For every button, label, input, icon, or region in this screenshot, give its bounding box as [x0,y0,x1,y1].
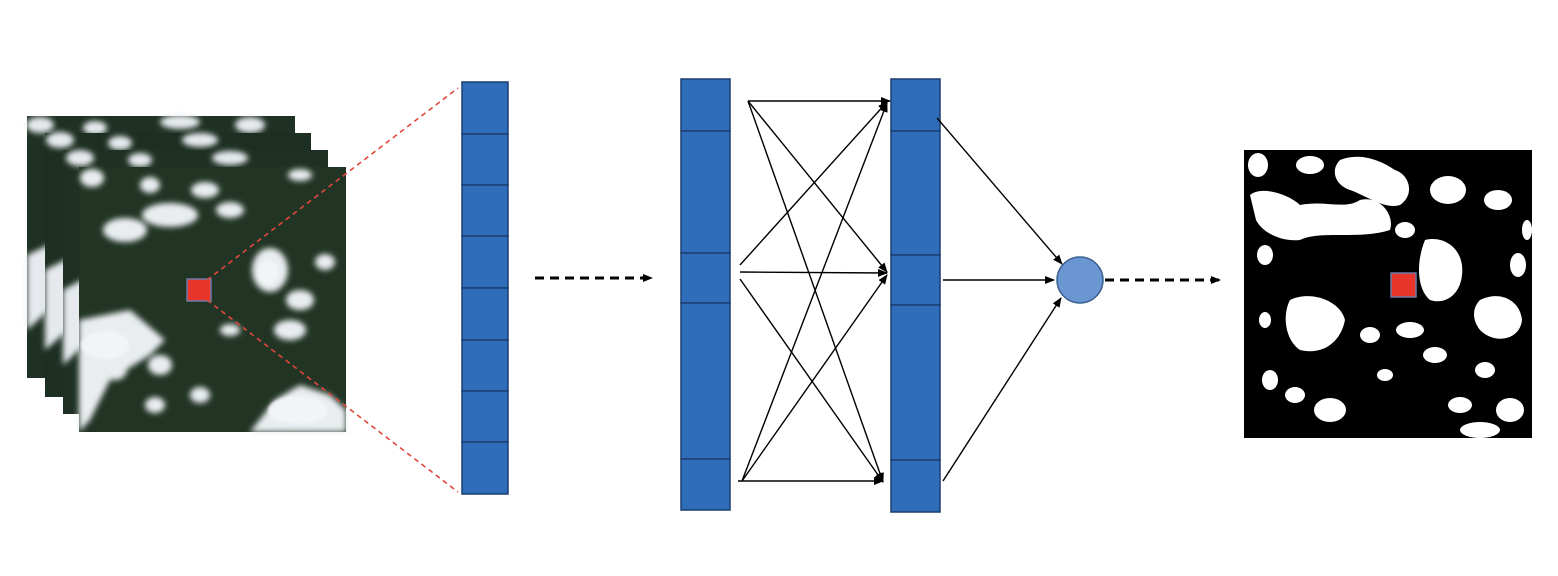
vector-cell [461,184,509,237]
cloud-mask-image [1244,150,1532,438]
neuron-cell [680,78,731,132]
neuron-cell [890,304,941,461]
neuron-cell [680,252,731,304]
vector-cell [461,441,509,495]
hidden-layer-2 [890,78,941,513]
zoom-line-top [206,87,459,281]
vector-cell [461,81,509,135]
connection-arrow [747,100,884,483]
output-node [1056,256,1104,304]
satellite-image-front [79,167,346,432]
connection-arrow [739,268,888,277]
neuron-cell [890,78,941,132]
neuron-cell [680,130,731,254]
connection-arrow [739,278,884,483]
connection-arrow [739,101,888,266]
hidden-layer-1 [680,78,731,511]
vector-cell [461,235,509,289]
fully-connected-arrows [738,97,891,485]
neuron-cell [890,130,941,256]
vector-cell [461,287,509,341]
connection-arrow [741,274,888,482]
neuron-cell [680,302,731,460]
output-pixel-marker [1390,272,1417,298]
vector-cell [461,339,509,392]
input-pixel-marker [186,278,212,302]
output-connection-arrow [942,297,1062,482]
connection-arrow [741,102,888,482]
neuron-cell [680,458,731,511]
neuron-cell [890,459,941,513]
vector-cell [461,390,509,443]
neuron-cell [890,254,941,306]
vector-cell [461,133,509,186]
output-connection-arrow [936,117,1063,265]
zoom-line-bottom [206,299,459,493]
output-arrows [936,117,1063,482]
satellite-image-stack [26,115,346,432]
pixel-spectrum-vector [461,81,509,495]
connection-arrow [747,100,888,273]
